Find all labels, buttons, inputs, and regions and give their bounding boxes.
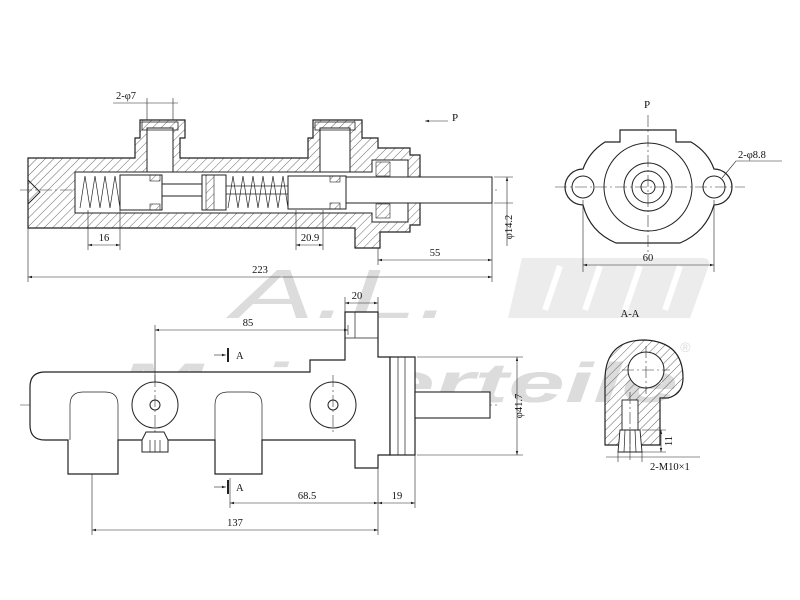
dim-16-text: 16 (99, 233, 110, 244)
side-push-rod (414, 391, 491, 419)
dim-55-text: 55 (430, 248, 441, 259)
end-flange-outline (564, 129, 733, 244)
end-boss-circle (603, 142, 693, 232)
primary-piston-seal-bottom (329, 202, 341, 210)
right-port-cavity (319, 127, 351, 173)
middle-piston-seal (205, 174, 215, 211)
left-port-cavity (146, 127, 174, 173)
mounting-hole-left (571, 175, 595, 199)
piston-link-rod (161, 183, 203, 197)
primary-spring (227, 175, 289, 209)
middle-lobe-arc (214, 391, 263, 406)
left-lobe-arc (69, 391, 119, 406)
dim-rod-text: φ14.2 (504, 215, 515, 239)
bleeder-thread-line-3 (634, 429, 637, 453)
holes-label: 2-φ8.8 (738, 150, 766, 161)
top-section-view: 2-φ7 P 16 20.9 55 223 φ14.2 (20, 91, 515, 282)
secondary-spring (79, 175, 121, 209)
section-mark-bottom-text: A (236, 483, 244, 494)
end-rod-center (640, 179, 656, 195)
secondary-piston-seal-top (149, 174, 161, 182)
dim-20-9-text: 20.9 (301, 233, 319, 244)
primary-piston-seal-top (329, 175, 341, 183)
side-flange (389, 356, 416, 456)
dim-20-text: 20 (352, 291, 363, 302)
end-view: P 2-φ8.8 60 (555, 99, 782, 272)
end-seal-circle (623, 162, 673, 212)
secondary-piston-seal-bottom (149, 203, 161, 211)
mounting-hole-right (702, 175, 726, 199)
pressure-label-end: P (644, 99, 650, 111)
dim-body-text: φ41.7 (514, 394, 525, 418)
bleeder-thread-line-1 (623, 429, 626, 453)
section-title: A-A (621, 309, 640, 320)
left-port-ring (141, 121, 179, 131)
dim-137-text: 137 (227, 518, 243, 529)
right-port-ring (314, 121, 356, 131)
dim-85-text: 85 (243, 318, 254, 329)
watermark-logo-stripes (542, 265, 683, 311)
dim-68-5-text: 68.5 (298, 491, 316, 502)
flange-seal-bottom (375, 203, 391, 219)
end-rod-circle (631, 170, 665, 204)
pressure-label-top: P (452, 112, 458, 124)
section-a-a-view: A-A 11 2-M10×1 (604, 309, 700, 473)
push-rod (345, 176, 493, 204)
section-mark-top-text: A (236, 351, 244, 362)
dim-60-text: 60 (643, 253, 654, 264)
left-end-drill-mark (27, 179, 41, 205)
holes-leader (721, 160, 782, 179)
watermark-registered-mark: ® (680, 339, 691, 355)
dim-11-text: 11 (664, 436, 675, 446)
side-view: A A 20 85 φ41.7 68.5 19 137 (20, 291, 525, 535)
ports-label: 2-φ7 (116, 91, 136, 102)
flange-seal-top (375, 161, 391, 177)
thread-label: 2-M10×1 (650, 462, 690, 473)
dim-223-text: 223 (252, 265, 268, 276)
dim-19-text: 19 (392, 491, 403, 502)
watermark-logo-text: A.L. (225, 255, 452, 333)
